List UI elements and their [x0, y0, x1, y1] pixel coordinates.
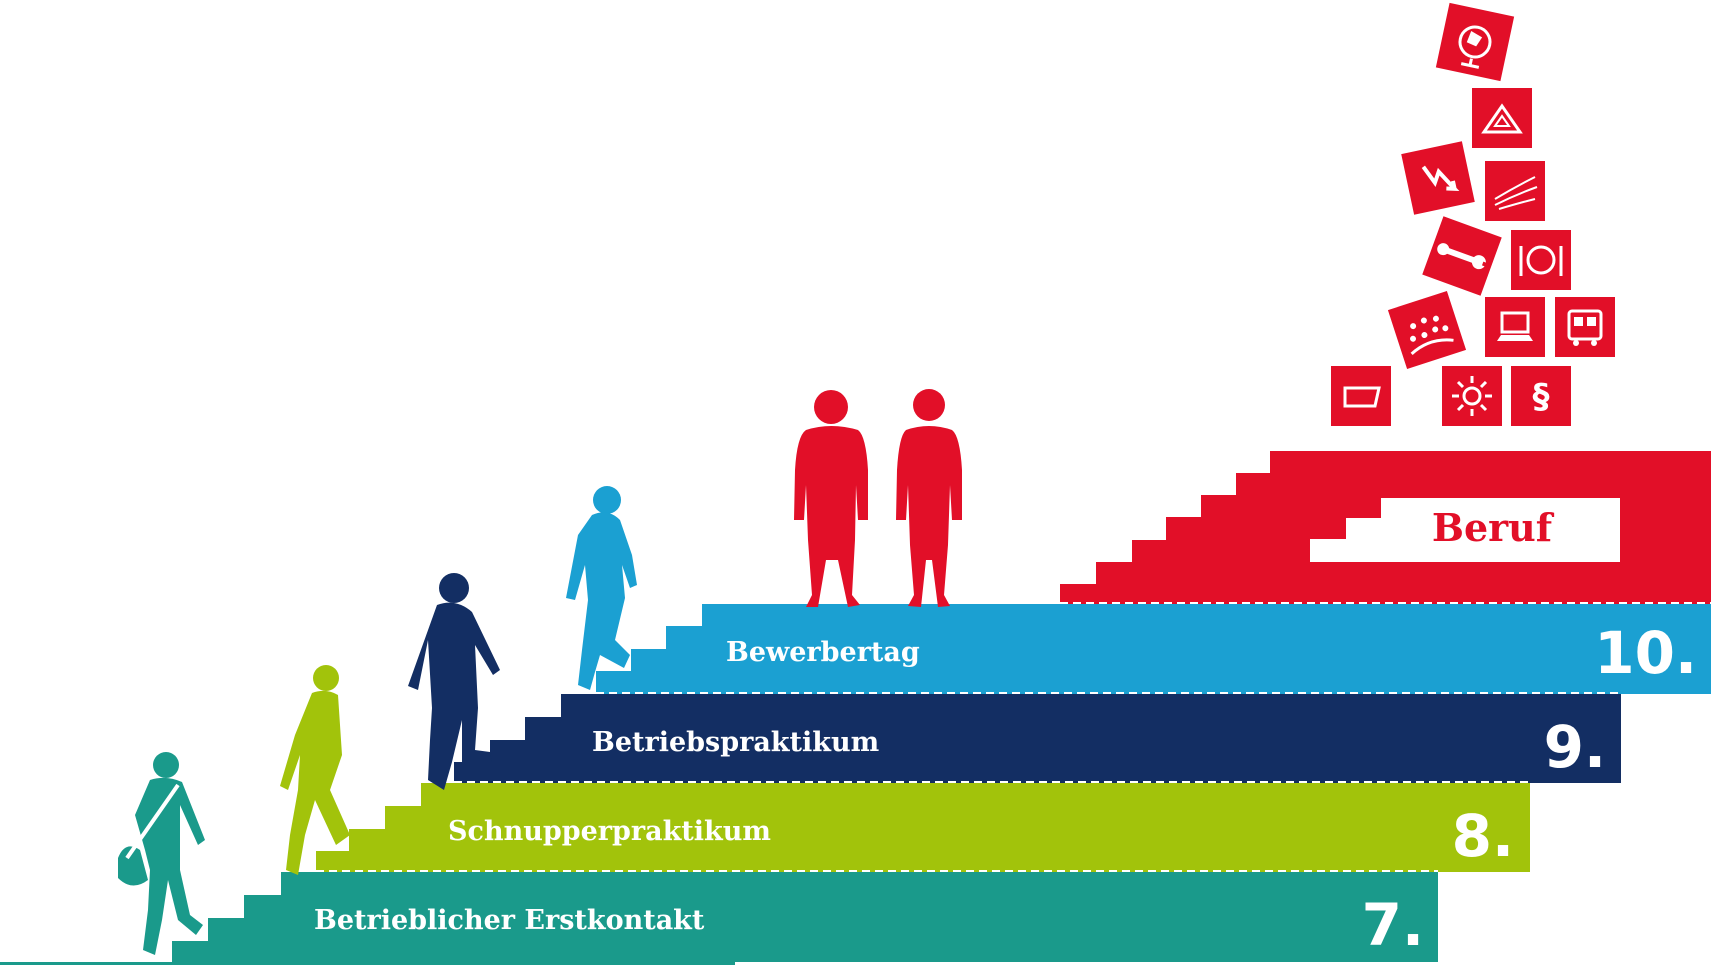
step-10-label: Bewerbertag [726, 637, 920, 668]
svg-text:§: § [1533, 377, 1550, 417]
ground-line [0, 962, 735, 965]
step-7-label: Betrieblicher Erstkontakt [314, 905, 705, 936]
bus-icon [1555, 297, 1615, 357]
job-icons: § [1331, 2, 1615, 426]
globe-icon [1435, 2, 1515, 82]
step-8-label: Schnupperpraktikum [448, 816, 771, 847]
set-square-icon [1472, 88, 1532, 148]
goal-label: Beruf [1432, 505, 1555, 550]
electricity-icon [1401, 141, 1475, 215]
step-9: Betriebspraktikum 9. [454, 694, 1621, 783]
step-7: Betrieblicher Erstkontakt 7. [172, 872, 1438, 962]
figure-woman-standing [896, 389, 962, 607]
figure-man-navy [408, 573, 500, 790]
step-10-grade: 10. [1594, 619, 1697, 687]
wrench-icon [1422, 216, 1502, 296]
window-pane-icon [1331, 366, 1391, 426]
figure-girl-green [280, 665, 350, 875]
plate-cutlery-icon [1511, 230, 1571, 290]
goal-beruf: Beruf [1060, 451, 1711, 604]
hand-care-icon [1485, 161, 1545, 221]
step-8: Schnupperpraktikum 8. [316, 783, 1530, 872]
step-8-grade: 8. [1452, 802, 1514, 870]
computer-icon [1485, 297, 1545, 357]
figure-boy-with-bag [118, 752, 205, 955]
figure-man-standing [794, 390, 868, 607]
paragraph-icon: § [1511, 366, 1571, 426]
step-10: Bewerbertag 10. [596, 604, 1711, 694]
step-9-label: Betriebspraktikum [592, 727, 879, 758]
sun-icon [1442, 366, 1502, 426]
audience-icon [1387, 290, 1467, 370]
step-9-grade: 9. [1544, 713, 1606, 781]
step-7-grade: 7. [1362, 891, 1424, 959]
figure-woman-blue [566, 486, 637, 690]
